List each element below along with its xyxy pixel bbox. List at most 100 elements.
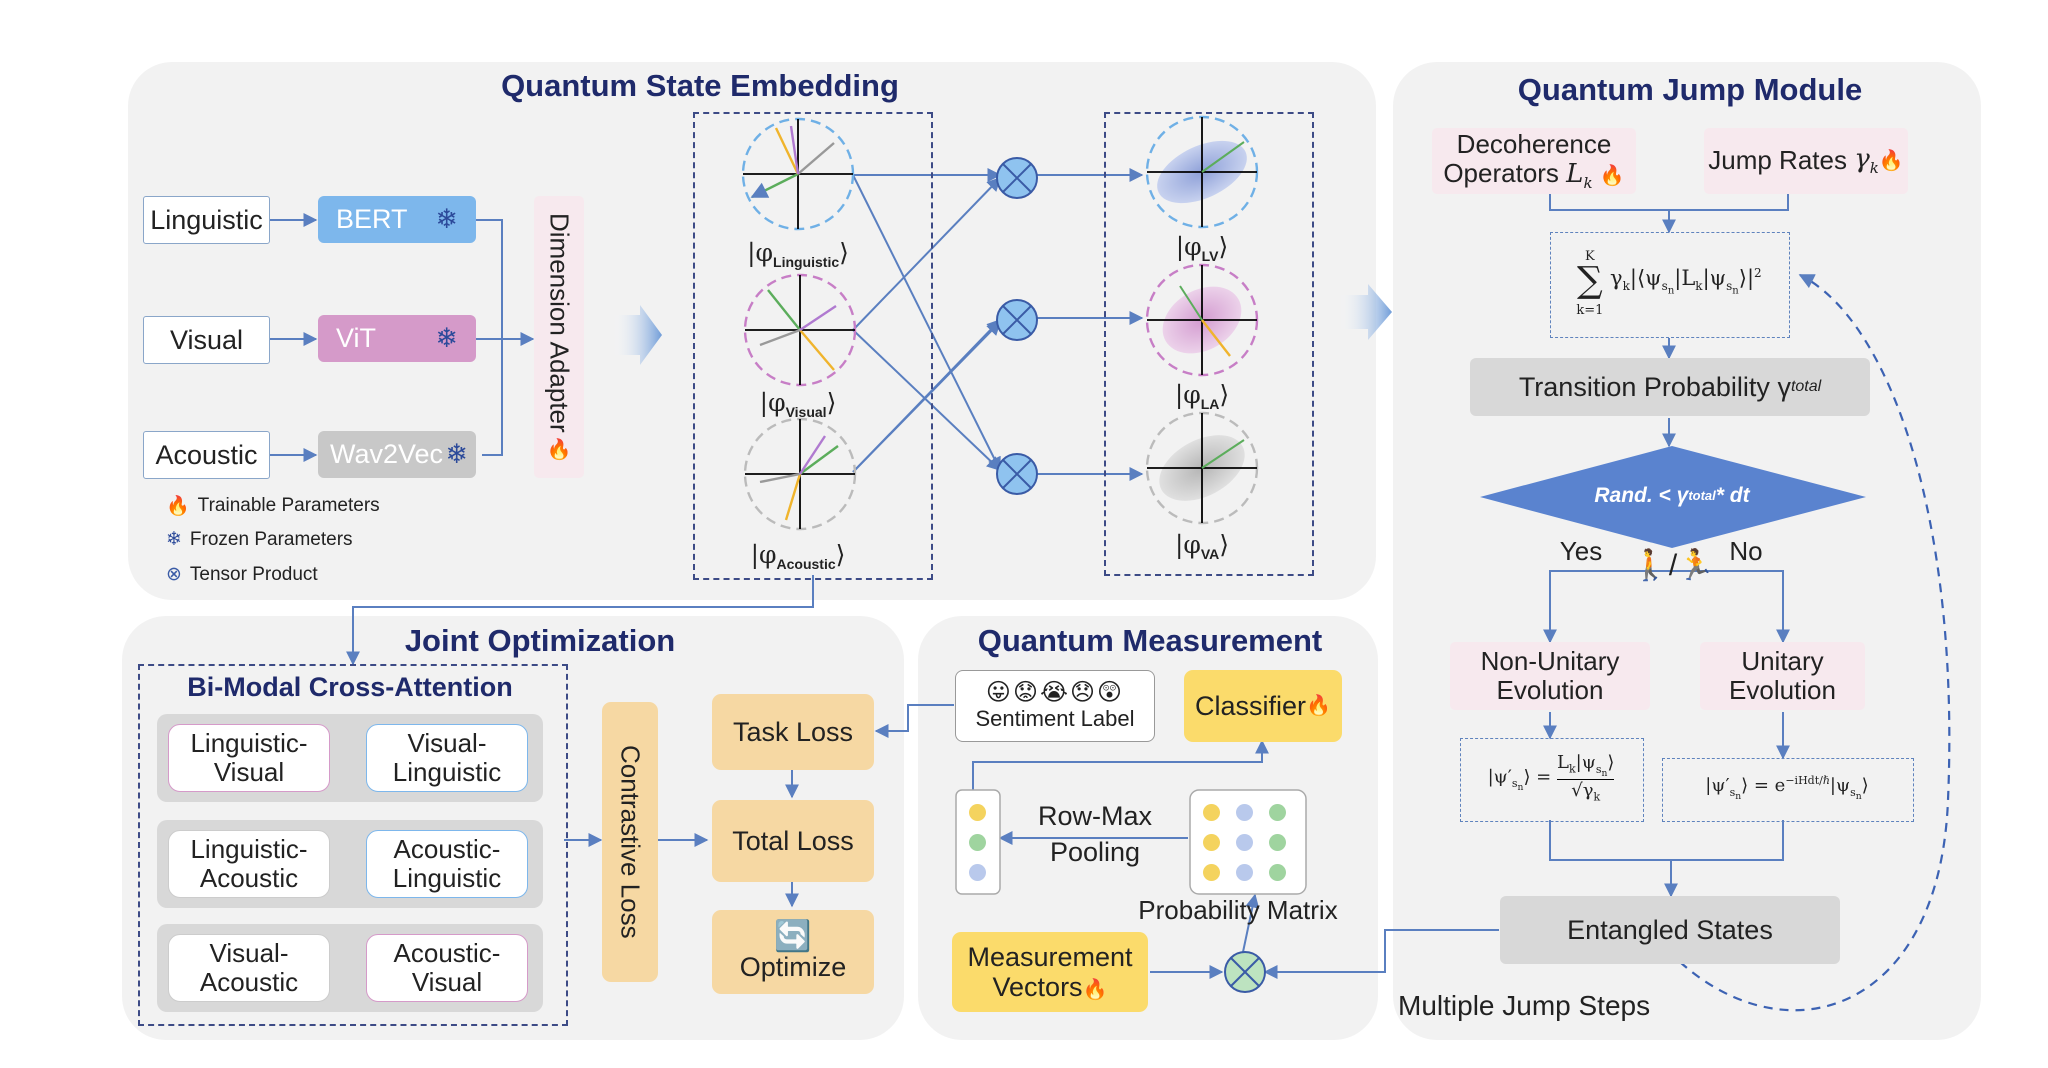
sentiment-label: Sentiment Label (975, 706, 1135, 732)
rowmax-pooling: Row-Max Pooling (1020, 796, 1170, 872)
optimize-label: Optimize (739, 951, 847, 982)
ket-acoustic-sub: Acoustic (776, 556, 836, 572)
decision-tail: * dt (1715, 484, 1750, 508)
embedding-title: Quantum State Embedding (501, 68, 899, 103)
attn-av-1: Acoustic- (393, 937, 501, 968)
encoder-vit-label: ViT (336, 323, 377, 354)
attn-al-1: Acoustic- (393, 833, 501, 864)
encoder-vit: ViT ❄ (318, 315, 476, 362)
decoherence-line2-row: Operators Lk 🔥 (1443, 158, 1625, 193)
measvec-line2-row: Vectors🔥 (993, 972, 1108, 1002)
decoherence-operators: Decoherence Operators Lk 🔥 (1432, 128, 1636, 194)
pair-states-box (1104, 112, 1314, 576)
encoder-wav2vec-label: Wav2Vec (330, 439, 444, 470)
matrix-dot (1203, 864, 1220, 881)
fire-icon: 🔥 (546, 438, 572, 461)
encoder-bert: BERT❄ (318, 196, 476, 243)
emoji-surprised-icon: 😲 (1097, 679, 1125, 707)
matrix-dot (1236, 834, 1253, 851)
decoherence-line2: Operators (1443, 158, 1559, 189)
decision-label: Rand. < γ (1594, 484, 1689, 508)
decision-sub: total (1688, 487, 1716, 503)
attn-visual-acoustic: Visual-Acoustic (168, 934, 330, 1002)
contrastive-loss: Contrastive Loss (602, 702, 658, 982)
optimize: 🔄 Optimize (712, 910, 874, 994)
dimension-adapter-label: Dimension Adapter (544, 212, 575, 433)
emoji-tongue-icon: 😛 (985, 679, 1013, 707)
unitary-line2: Evolution (1729, 675, 1836, 705)
matrix-dot (1269, 804, 1286, 821)
fire-icon: 🔥 (1599, 165, 1625, 188)
attn-al-2: Linguistic (392, 863, 502, 893)
crossattn-title: Bi-Modal Cross-Attention (187, 672, 513, 702)
entangled-states: Entangled States (1500, 896, 1840, 964)
attn-acoustic-visual: Acoustic-Visual (366, 934, 528, 1002)
task-loss: Task Loss (712, 694, 874, 770)
snowflake-icon: ❄ (435, 323, 458, 354)
decoherence-line1: Decoherence (1456, 128, 1612, 159)
matrix-dot (1269, 864, 1286, 881)
snowflake-icon: ❄ (445, 439, 468, 470)
sum-formula: K∑k=1 γk|⟨ψsn|Lk|ψsn⟩|2 (1576, 249, 1762, 319)
legend-frozen-label: Frozen Parameters (189, 528, 353, 550)
measurement-title: Quantum Measurement (977, 623, 1323, 658)
sentiment-label-box: 😛😟😭😞😲 Sentiment Label (955, 670, 1155, 742)
attn-va-2: Acoustic (199, 967, 299, 997)
multiple-jump-steps: Multiple Jump Steps (1398, 990, 1651, 1021)
measvec-line1: Measurement (967, 941, 1133, 972)
unitary-evolution: Unitary Evolution (1700, 642, 1865, 710)
attn-vl-2: Linguistic (392, 757, 502, 787)
attn-la-2: Acoustic (199, 863, 299, 893)
rowmax-line2: Pooling (1049, 837, 1141, 867)
transition-sub: total (1790, 378, 1822, 396)
nonunitary-formula: |ψ′sn⟩ = Lk|ψsn⟩√γk (1487, 752, 1615, 804)
input-acoustic: Acoustic (143, 431, 270, 479)
ket-acoustic: |φAcoustic⟩ (750, 540, 846, 572)
dimension-adapter: Dimension Adapter 🔥 (534, 196, 584, 478)
encoder-wav2vec: Wav2Vec❄ (318, 431, 476, 478)
encoder-bert-label: BERT (336, 204, 408, 235)
joint-title: Joint Optimization (404, 623, 676, 658)
attn-la-1: Linguistic- (190, 833, 308, 864)
measvec-line2: Vectors (992, 972, 1083, 1002)
ket-va: |φVA⟩ (1174, 530, 1230, 562)
fire-icon: 🔥 (1306, 694, 1331, 717)
probability-matrix-label: Probability Matrix (1138, 895, 1338, 925)
jump-rates-label: Jump Rates (1708, 145, 1847, 176)
tensor-product-icon: ⊗ (166, 564, 182, 585)
jump-title: Quantum Jump Module (1517, 72, 1863, 107)
refresh-icon: 🔄 (774, 919, 812, 953)
emoji-crying-icon: 😭 (1039, 679, 1071, 707)
emoji-sad-icon: 😞 (1070, 679, 1098, 707)
matrix-dot (1203, 804, 1220, 821)
unitary-formula: |ψ′sn⟩ = e−iHdt/ℏ|ψsn⟩ (1705, 774, 1869, 802)
classifier-label: Classifier (1195, 690, 1307, 721)
ket-la-sub: LA (1200, 396, 1220, 412)
emoji-worried-icon: 😟 (1012, 679, 1040, 707)
attn-lv-1: Linguistic- (190, 727, 308, 758)
emoji-row: 😛😟😭😞😲 (985, 679, 1125, 707)
legend-trainable-label: Trainable Parameters (197, 495, 380, 516)
total-loss: Total Loss (712, 800, 874, 882)
input-linguistic: Linguistic (143, 196, 270, 244)
legend-tensor: ⊗ Tensor Product (166, 563, 318, 586)
transition-sym: γ (1777, 371, 1791, 402)
non-unitary-line1: Non-Unitary (1480, 645, 1620, 676)
ket-va-sub: VA (1200, 546, 1220, 562)
attn-av-2: Visual (411, 967, 483, 997)
fire-icon: 🔥 (166, 496, 190, 517)
ket-la: |φLA⟩ (1174, 380, 1230, 412)
fire-icon: 🔥 (1082, 979, 1108, 1001)
entangled-label: Entangled States (1567, 914, 1773, 945)
attn-lv-2: Visual (213, 757, 285, 787)
attn-acoustic-linguistic: Acoustic-Linguistic (366, 830, 528, 898)
attn-linguistic-acoustic: Linguistic-Acoustic (168, 830, 330, 898)
ket-visual-sub: Visual (785, 404, 827, 420)
legend-tensor-label: Tensor Product (189, 563, 318, 585)
pooled-dot (969, 834, 986, 851)
matrix-dot (1203, 834, 1220, 851)
attn-va-1: Visual- (209, 937, 289, 968)
